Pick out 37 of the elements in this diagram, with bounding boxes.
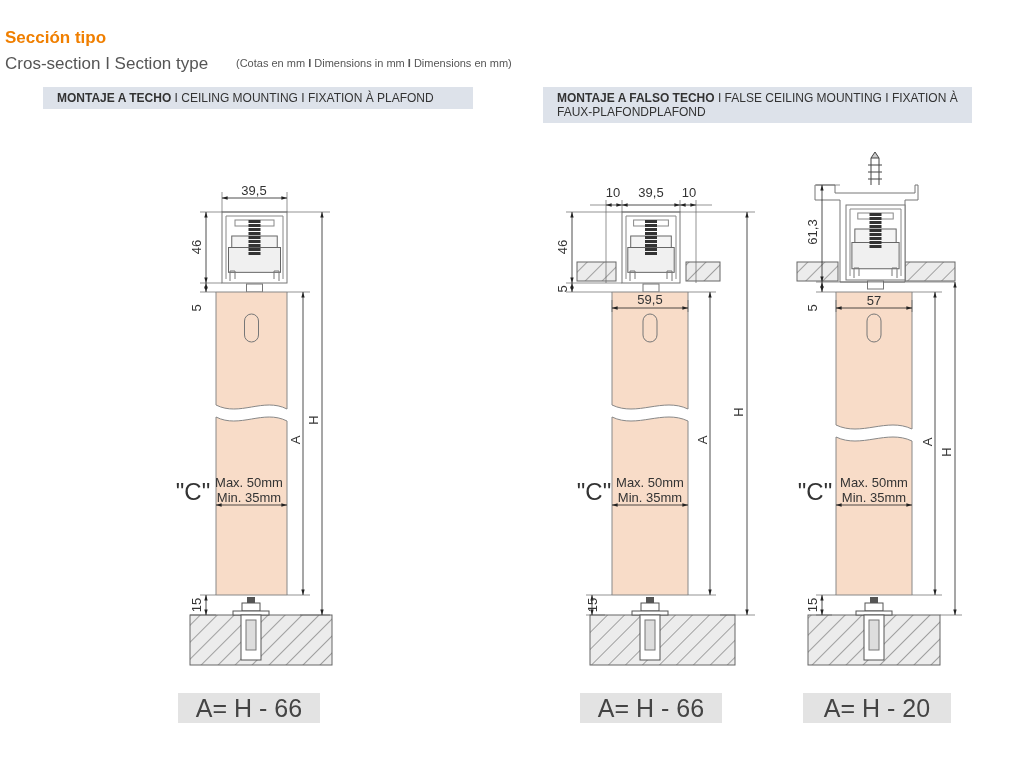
formula-label: A= H - 66 — [580, 693, 722, 723]
dimension-label: A — [920, 437, 934, 447]
dimension-label: 46 — [189, 239, 203, 255]
dimension-label: 15 — [805, 597, 819, 613]
dimension-label: Min. 35mm — [841, 490, 907, 504]
dimension-label: 59,5 — [637, 292, 663, 306]
dimension-label: Max. 50mm — [215, 475, 283, 489]
dimension-label: 57 — [866, 293, 882, 307]
dimension-label: 39,5 — [638, 185, 664, 199]
dimension-label: H — [939, 447, 953, 457]
dimension-label: Max. 50mm — [840, 475, 908, 489]
thickness-label: "C" — [175, 480, 211, 504]
dimension-label: H — [306, 415, 320, 425]
dimension-label: 5 — [555, 285, 569, 293]
dimension-label: 46 — [555, 239, 569, 255]
section-header-band: MONTAJE A FALSO TECHO I FALSE CEILING MOUNTING I FIXATION À FAUX-PLAFONDPLAFOND — [543, 87, 972, 123]
section-heading: Sección tipo — [5, 29, 107, 46]
dimension-label: Max. 50mm — [616, 475, 684, 489]
dimension-label: 15 — [585, 597, 599, 613]
dimension-label: Min. 35mm — [216, 490, 282, 504]
dimension-label: 10 — [681, 185, 697, 199]
dimension-label: 5 — [189, 304, 203, 312]
dimension-label: 5 — [805, 304, 819, 312]
dimension-label: Min. 35mm — [617, 490, 683, 504]
section-header-band: MONTAJE A TECHO I CEILING MOUNTING I FIXATION À PLAFOND — [43, 87, 473, 109]
formula-label: A= H - 20 — [803, 693, 951, 723]
formula-label: A= H - 66 — [178, 693, 320, 723]
dimension-label: A — [288, 435, 302, 445]
dimension-label: 39,5 — [241, 183, 267, 197]
dimension-label: H — [731, 407, 745, 417]
dimension-label: 15 — [189, 597, 203, 613]
thickness-label: "C" — [797, 480, 833, 504]
thickness-label: "C" — [576, 480, 612, 504]
units-note: (Cotas en mm I Dimensions in mm I Dimensions en mm) — [236, 58, 512, 69]
dimension-label: 10 — [605, 185, 621, 199]
dimension-label: 61,3 — [805, 219, 819, 245]
dimension-label: A — [695, 435, 709, 445]
